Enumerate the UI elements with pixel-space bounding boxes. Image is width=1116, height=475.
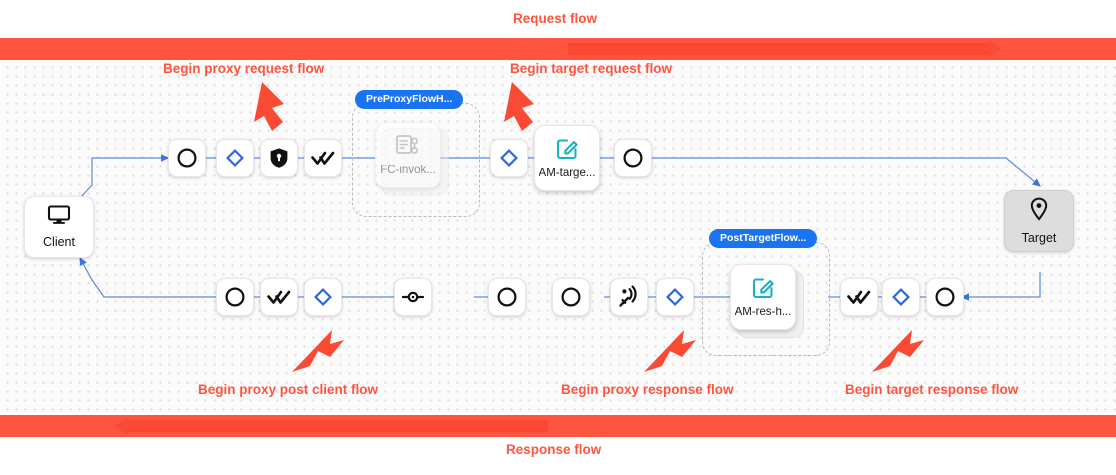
- card-rq-5[interactable]: FC-invok...: [375, 122, 441, 188]
- group-chip-preproxyflowhook[interactable]: PreProxyFlowH...: [355, 90, 464, 109]
- endpoint-client-label: Client: [43, 235, 75, 250]
- step-rs-8[interactable]: [656, 278, 694, 316]
- circle-outline-icon: [224, 286, 246, 308]
- card-rs-9-label: AM-res-h...: [734, 307, 792, 319]
- response-flow-band: [0, 415, 1116, 437]
- step-rs-4[interactable]: [394, 278, 432, 316]
- card-rq-7[interactable]: AM-targe...: [534, 125, 600, 191]
- endpoint-link-icon: [401, 290, 425, 304]
- step-rq-1[interactable]: [168, 139, 206, 177]
- endpoint-client[interactable]: Client: [24, 196, 94, 258]
- double-check-icon: [267, 288, 291, 306]
- step-rs-10[interactable]: [840, 278, 878, 316]
- annotation-begin-proxy-request-flow: Begin proxy request flow: [163, 61, 325, 76]
- endpoint-target[interactable]: Target: [1004, 190, 1074, 252]
- double-check-icon: [311, 149, 335, 167]
- diamond-icon: [891, 287, 911, 307]
- response-flow-arrow: [114, 417, 548, 435]
- policy-list-icon: [395, 134, 421, 163]
- response-flow-label: Response flow: [506, 442, 602, 457]
- request-flow-label: Request flow: [513, 11, 598, 26]
- card-rs-9[interactable]: AM-res-h...: [730, 264, 796, 330]
- annotation-begin-target-response-flow: Begin target response flow: [845, 382, 1019, 397]
- step-rs-5[interactable]: [488, 278, 526, 316]
- step-rs-11[interactable]: [882, 278, 920, 316]
- step-rs-1[interactable]: [216, 278, 254, 316]
- diamond-icon: [313, 287, 333, 307]
- step-rs-3[interactable]: [304, 278, 342, 316]
- annotation-begin-proxy-response-flow: Begin proxy response flow: [561, 382, 734, 397]
- diamond-icon: [225, 148, 245, 168]
- monitor-icon: [47, 205, 71, 230]
- circle-outline-icon: [622, 147, 644, 169]
- step-rq-8[interactable]: [614, 139, 652, 177]
- step-rq-6[interactable]: [490, 139, 528, 177]
- shield-lock-icon: [269, 147, 289, 169]
- double-check-icon: [847, 288, 871, 306]
- circle-outline-icon: [496, 286, 518, 308]
- diamond-icon: [665, 287, 685, 307]
- broadcast-icon: [617, 285, 641, 309]
- step-rs-6[interactable]: [552, 278, 590, 316]
- step-rs-12[interactable]: [926, 278, 964, 316]
- step-rq-4[interactable]: [304, 139, 342, 177]
- group-chip-posttargetflowhook[interactable]: PostTargetFlow...: [709, 229, 818, 248]
- step-rs-7[interactable]: [610, 278, 648, 316]
- circle-outline-icon: [176, 147, 198, 169]
- circle-outline-icon: [934, 286, 956, 308]
- step-rs-2[interactable]: [260, 278, 298, 316]
- request-flow-band: [0, 38, 1116, 60]
- step-rq-2[interactable]: [216, 139, 254, 177]
- request-flow-arrow: [568, 40, 1002, 58]
- circle-outline-icon: [560, 286, 582, 308]
- annotation-begin-target-request-flow: Begin target request flow: [510, 61, 673, 76]
- endpoint-target-label: Target: [1021, 231, 1057, 246]
- location-pin-icon: [1029, 197, 1049, 226]
- step-rq-3[interactable]: [260, 139, 298, 177]
- edit-square-icon: [751, 275, 776, 305]
- diagram-canvas[interactable]: [0, 60, 1116, 415]
- edit-square-icon: [555, 136, 580, 166]
- card-rq-5-label: FC-invok...: [380, 164, 436, 176]
- diamond-icon: [499, 148, 519, 168]
- card-rq-7-label: AM-targe...: [538, 168, 596, 180]
- annotation-begin-proxy-post-client-flow: Begin proxy post client flow: [198, 382, 379, 397]
